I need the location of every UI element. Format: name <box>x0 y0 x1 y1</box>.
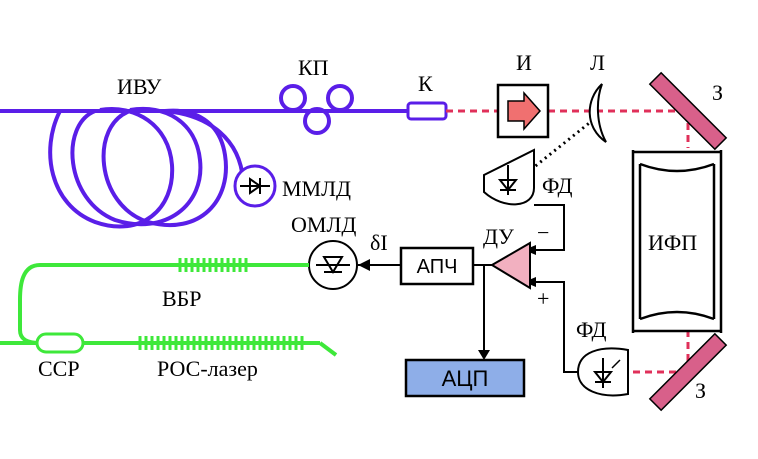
fiber-violet <box>0 84 408 229</box>
label-kp: КП <box>298 55 329 80</box>
label-ccr: ССР <box>38 356 80 381</box>
label-ifp: ИФП <box>648 230 697 255</box>
fiber-bragg-grating <box>178 258 248 272</box>
label-fd-bottom: ФД <box>576 317 606 342</box>
label-i: И <box>516 50 532 75</box>
label-du: ДУ <box>483 224 514 249</box>
label-vbr: ВБР <box>162 286 202 311</box>
fabry-perot-interferometer <box>631 150 723 333</box>
photodetector-bottom <box>576 347 629 397</box>
mmld-photodiode <box>233 164 277 208</box>
photodetector-top <box>483 148 535 206</box>
label-minus: − <box>537 220 549 245</box>
label-ros-laser: РОС-лазер <box>157 356 258 381</box>
lens <box>588 83 607 143</box>
label-z-bottom: З <box>695 378 706 403</box>
label-delta-i: δI <box>370 230 388 255</box>
label-fd-top: ФД <box>542 173 572 198</box>
adc-label: АЦП <box>442 366 489 391</box>
dfb-laser-grating <box>138 336 304 350</box>
ccr-coupler <box>35 332 85 354</box>
omld-photodiode <box>308 240 358 290</box>
differential-amplifier <box>490 241 531 290</box>
isolator <box>496 83 550 139</box>
label-plus: + <box>537 286 549 311</box>
apch-block <box>399 246 475 286</box>
collimator <box>406 101 448 121</box>
label-z-top: З <box>712 80 723 105</box>
apch-label: АПЧ <box>417 256 458 278</box>
mirror-top <box>648 71 728 151</box>
label-omld: ОМЛД <box>291 212 356 237</box>
fiber-green <box>0 263 338 357</box>
adc-block <box>404 358 526 398</box>
label-l: Л <box>590 50 605 75</box>
label-ivu: ИВУ <box>117 74 162 99</box>
label-mmld: ММЛД <box>282 176 351 201</box>
label-k: К <box>418 71 433 96</box>
mirror-bottom <box>648 332 728 412</box>
